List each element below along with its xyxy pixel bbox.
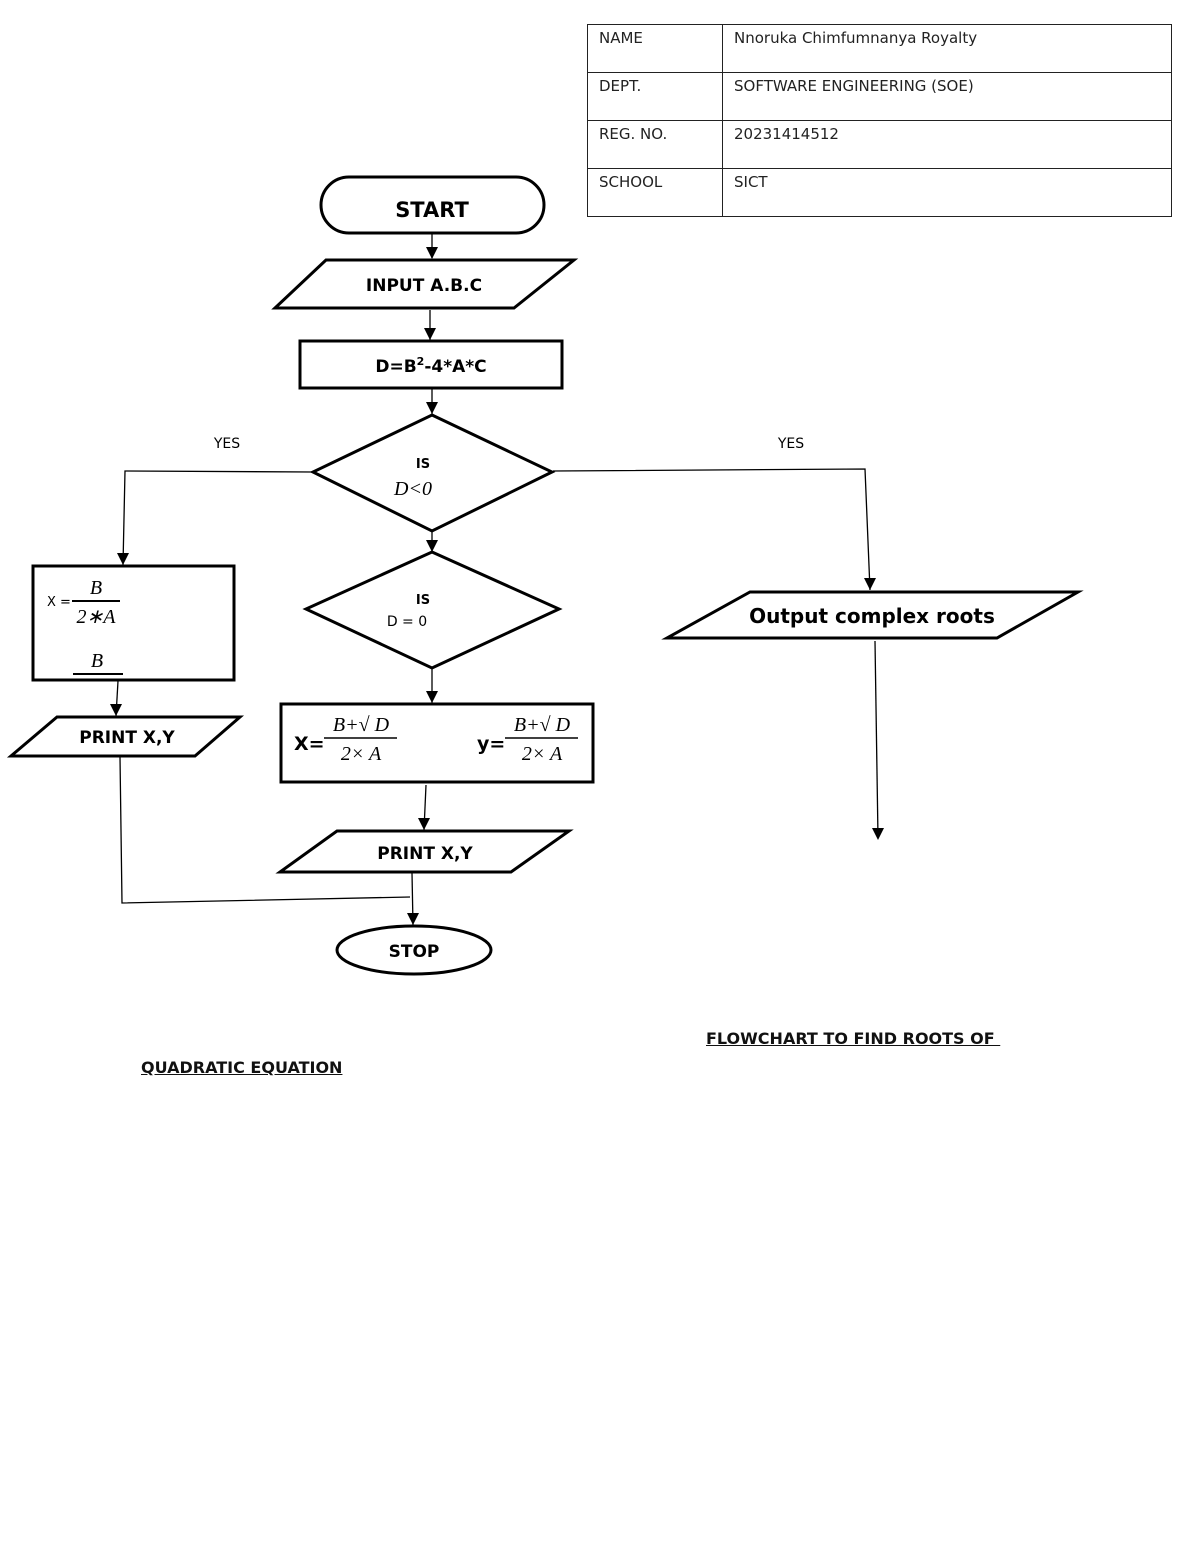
table-row: REG. NO.20231414512 <box>587 120 1172 169</box>
arrowhead <box>424 328 436 340</box>
mid-formula-box <box>279 702 595 784</box>
decision2-is: IS <box>416 593 430 608</box>
print-left-label: PRINT X,Y <box>79 728 175 748</box>
left-y-label: Y = <box>46 677 70 692</box>
arrowhead <box>426 247 438 259</box>
decision1-is: IS <box>416 457 430 472</box>
caption-line-2: QUADRATIC EQUATION <box>141 1058 343 1077</box>
connector-yes-right <box>552 468 871 591</box>
arrowhead <box>418 818 430 830</box>
decision-d-equal-0 <box>302 550 563 670</box>
yes-left-label: YES <box>213 436 240 452</box>
info-label: SCHOOL <box>587 168 723 217</box>
arrowhead <box>407 913 419 925</box>
connector <box>874 640 879 839</box>
start-label: START <box>395 198 469 222</box>
info-value: SOFTWARE ENGINEERING (SOE) <box>722 72 1172 121</box>
table-row: DEPT.SOFTWARE ENGINEERING (SOE) <box>587 72 1172 121</box>
print-mid-label: PRINT X,Y <box>377 844 473 864</box>
connector-yes-left <box>122 470 314 566</box>
connector <box>119 756 411 904</box>
info-value: Nnoruka Chimfumnanya Royalty <box>722 24 1172 73</box>
mid-x-denominator: 2× A <box>341 743 382 765</box>
decision-d-less-0 <box>309 413 556 533</box>
arrowhead <box>864 578 876 590</box>
arrowhead <box>426 691 438 703</box>
left-formula-box <box>31 564 236 682</box>
stop-terminal <box>335 924 493 976</box>
compute-d-box <box>298 339 564 390</box>
caption-line-1: FLOWCHART TO FIND ROOTS OF <box>706 1029 1001 1048</box>
info-value: 20231414512 <box>722 120 1172 169</box>
info-label: NAME <box>587 24 723 73</box>
arrowhead <box>110 704 122 716</box>
stop-label: STOP <box>389 942 440 962</box>
left-y-numerator: B <box>91 650 103 672</box>
print-left-parallelogram <box>6 715 245 758</box>
arrowhead <box>426 402 438 414</box>
compute-d-label: D=B2-4*A*C <box>375 355 486 377</box>
left-x-numerator: B <box>90 577 102 599</box>
arrowhead <box>117 553 129 565</box>
arrowhead <box>426 540 438 552</box>
yes-right-label: YES <box>777 436 804 452</box>
start-terminal <box>319 175 546 235</box>
left-x-denominator: 2∗A <box>77 606 117 628</box>
input-label: INPUT A.B.C <box>366 276 482 296</box>
mid-y-numerator: B+√ D <box>514 714 571 736</box>
mid-x-numerator: B+√ D <box>333 714 390 736</box>
mid-x-label: X= <box>294 733 325 755</box>
decision1-condition: D<0 <box>393 478 432 500</box>
left-x-label: X = <box>47 595 71 610</box>
output-complex-label: Output complex roots <box>749 604 995 628</box>
info-value: SICT <box>722 168 1172 217</box>
arrowhead <box>872 828 884 840</box>
decision2-condition: D = 0 <box>387 614 427 630</box>
output-complex-parallelogram <box>661 590 1084 640</box>
mid-y-denominator: 2× A <box>522 743 563 765</box>
print-mid-parallelogram <box>275 829 574 874</box>
mid-y-label: y= <box>477 733 505 755</box>
input-parallelogram <box>271 258 579 310</box>
